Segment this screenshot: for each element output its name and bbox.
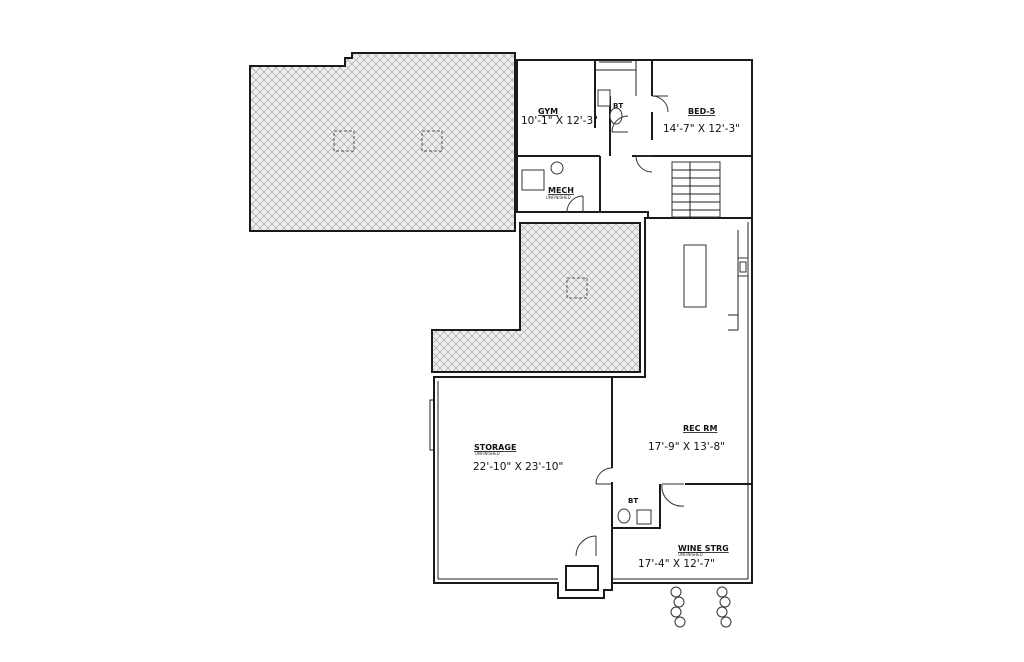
door-swing-icon — [635, 155, 653, 173]
interior-wall-detail — [429, 399, 434, 451]
exterior-wall-inner-line — [437, 222, 749, 580]
unexcavated-area-center — [431, 222, 641, 373]
room-sub-storage: UNFINISHED — [475, 451, 500, 456]
pier-box — [333, 130, 355, 152]
exterior-wall-rec — [433, 217, 753, 599]
room-dims-wine: 17'-4" X 12'-7" — [638, 558, 715, 570]
room-dims-bed: 14'-7" X 12'-3" — [663, 123, 740, 135]
interior-wall-detail — [595, 60, 637, 96]
stair-icon — [671, 161, 721, 218]
room-label-bath-lower: BT — [628, 497, 638, 505]
pier-box — [421, 130, 443, 152]
unexcavated-area-upper-left — [249, 52, 516, 232]
door-swing-icon — [651, 95, 669, 113]
interior-wall — [516, 60, 752, 212]
room-sub-wine: UNFINISHED — [678, 552, 703, 557]
door-swing-icon — [661, 483, 685, 507]
toilet-icon — [617, 508, 652, 525]
door-swing-icon — [566, 195, 584, 213]
window-well — [565, 565, 599, 591]
door-swing-icon — [611, 115, 629, 133]
toilet-icon — [597, 89, 623, 125]
door-swing-icon — [575, 535, 597, 557]
room-label-bath-upper: BT — [613, 102, 623, 110]
door-swing-icon — [595, 467, 613, 485]
pier-box — [566, 277, 588, 299]
room-label-mech: MECH — [548, 186, 574, 195]
room-label-storage: STORAGE — [474, 443, 516, 452]
room-dims-gym: 10'-1" X 12'-3" — [521, 115, 598, 127]
room-label-gym: GYM — [538, 107, 558, 116]
interior-wall — [611, 377, 752, 583]
shrub-icon — [670, 586, 732, 628]
mech-equipment-icon — [521, 161, 564, 191]
kitchen-island — [683, 244, 707, 308]
sink-icon — [737, 257, 749, 277]
room-dims-storage: 22'-10" X 23'-10" — [473, 461, 563, 473]
room-label-wine: WINE STRG — [678, 544, 729, 553]
room-label-rec: REC RM — [683, 424, 717, 433]
kitchen-counter — [728, 230, 739, 331]
room-sub-mech: UNFINISHED — [546, 195, 571, 200]
room-dims-rec: 17'-9" X 13'-8" — [648, 441, 725, 453]
room-label-bed: BED-5 — [688, 107, 716, 116]
